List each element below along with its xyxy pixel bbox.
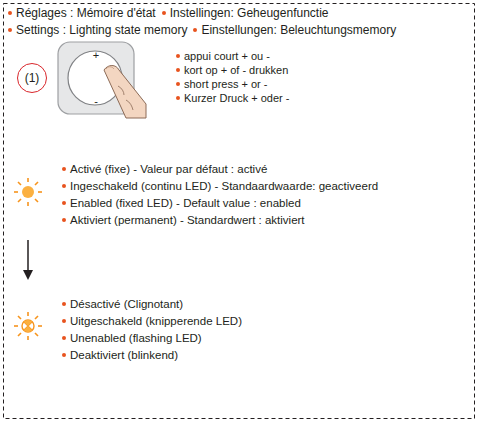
- bullet-item: Activé (fixe) - Valeur par défaut : acti…: [62, 163, 267, 175]
- state-text: Ingeschakeld (continu LED) - Standaardwa…: [62, 180, 384, 192]
- label-text: appui court + ou -: [184, 50, 270, 62]
- callout-circle: (1): [17, 63, 47, 93]
- heading-line: Settings : Lighting state memory Einstell…: [8, 23, 402, 37]
- bullet-item: Aktiviert (permanent) - Standardwert : a…: [62, 214, 305, 226]
- bullet-dot: [8, 11, 12, 15]
- bullet-item: Instellingen: Geheugenfunctie: [162, 6, 329, 20]
- label-text: kort op + of - drukken: [184, 64, 288, 76]
- bullet-dot: [62, 336, 66, 340]
- state-text: Enabled (fixed LED) - Default value : en…: [62, 197, 307, 209]
- bullet-dot: [176, 54, 180, 58]
- bullet-item: Réglages : Mémoire d'état: [8, 6, 156, 20]
- bullet-item: Unenabled (flashing LED): [62, 332, 202, 344]
- bullet-dot: [62, 167, 66, 171]
- bullet-dot: [62, 184, 66, 188]
- label-text: Deaktiviert (blinkend): [70, 349, 178, 361]
- minus-sign: -: [94, 95, 98, 107]
- label-text: Désactivé (Clignotant): [70, 298, 183, 310]
- bullet-dot: [176, 68, 180, 72]
- bullet-dot: [8, 28, 12, 32]
- bullet-item: Uitgeschakeld (knipperende LED): [62, 315, 242, 327]
- label-text: Enabled (fixed LED) - Default value : en…: [70, 197, 301, 209]
- label-text: Unenabled (flashing LED): [70, 332, 202, 344]
- label-text: Réglages : Mémoire d'état: [16, 6, 156, 20]
- state-text: Désactivé (Clignotant): [62, 298, 189, 310]
- bullet-item: Désactivé (Clignotant): [62, 298, 183, 310]
- bullet-dot: [176, 82, 180, 86]
- bullet-item: short press + or -: [176, 78, 267, 90]
- label-text: Kurzer Druck + oder -: [184, 92, 289, 104]
- bullet-dot: [62, 201, 66, 205]
- bullet-item: Einstellungen: Beleuchtungsmemory: [193, 23, 396, 37]
- bullet-item: Settings : Lighting state memory: [8, 23, 187, 37]
- instruction-text: appui court + ou -: [176, 50, 276, 62]
- down-arrow: [23, 240, 33, 280]
- label-text: Uitgeschakeld (knipperende LED): [70, 315, 242, 327]
- switch-illustration: [58, 42, 146, 118]
- state-text: Aktiviert (permanent) - Standardwert : a…: [62, 214, 311, 226]
- dashed-frame: [4, 4, 475, 419]
- bullet-dot: [176, 96, 180, 100]
- bullet-item: appui court + ou -: [176, 50, 270, 62]
- bullet-item: Deaktiviert (blinkend): [62, 349, 178, 361]
- callout-number: (1): [25, 71, 40, 85]
- plus-sign: +: [93, 49, 99, 61]
- instruction-text: kort op + of - drukken: [176, 64, 294, 76]
- label-text: Einstellungen: Beleuchtungsmemory: [201, 23, 396, 37]
- label-text: Settings : Lighting state memory: [16, 23, 187, 37]
- heading-line: Réglages : Mémoire d'état Instellingen: G…: [8, 6, 335, 20]
- bullet-dot: [62, 353, 66, 357]
- label-text: short press + or -: [184, 78, 267, 90]
- bullet-item: Enabled (fixed LED) - Default value : en…: [62, 197, 301, 209]
- bullet-dot: [193, 28, 197, 32]
- label-text: Aktiviert (permanent) - Standardwert : a…: [70, 214, 305, 226]
- instruction-text: Kurzer Druck + oder -: [176, 92, 295, 104]
- bullet-dot: [62, 319, 66, 323]
- instruction-text: short press + or -: [176, 78, 273, 90]
- label-text: Activé (fixe) - Valeur par défaut : acti…: [70, 163, 267, 175]
- led-flashing-icon: [14, 312, 42, 340]
- bullet-dot: [62, 302, 66, 306]
- label-text: Instellingen: Geheugenfunctie: [170, 6, 329, 20]
- bullet-item: Kurzer Druck + oder -: [176, 92, 289, 104]
- state-text: Unenabled (flashing LED): [62, 332, 208, 344]
- state-text: Deaktiviert (blinkend): [62, 349, 184, 361]
- state-text: Activé (fixe) - Valeur par défaut : acti…: [62, 163, 273, 175]
- led-on-icon: [14, 178, 42, 206]
- bullet-dot: [62, 218, 66, 222]
- bullet-item: kort op + of - drukken: [176, 64, 288, 76]
- bullet-dot: [162, 11, 166, 15]
- label-text: Ingeschakeld (continu LED) - Standaardwa…: [70, 180, 378, 192]
- state-text: Uitgeschakeld (knipperende LED): [62, 315, 248, 327]
- bullet-item: Ingeschakeld (continu LED) - Standaardwa…: [62, 180, 378, 192]
